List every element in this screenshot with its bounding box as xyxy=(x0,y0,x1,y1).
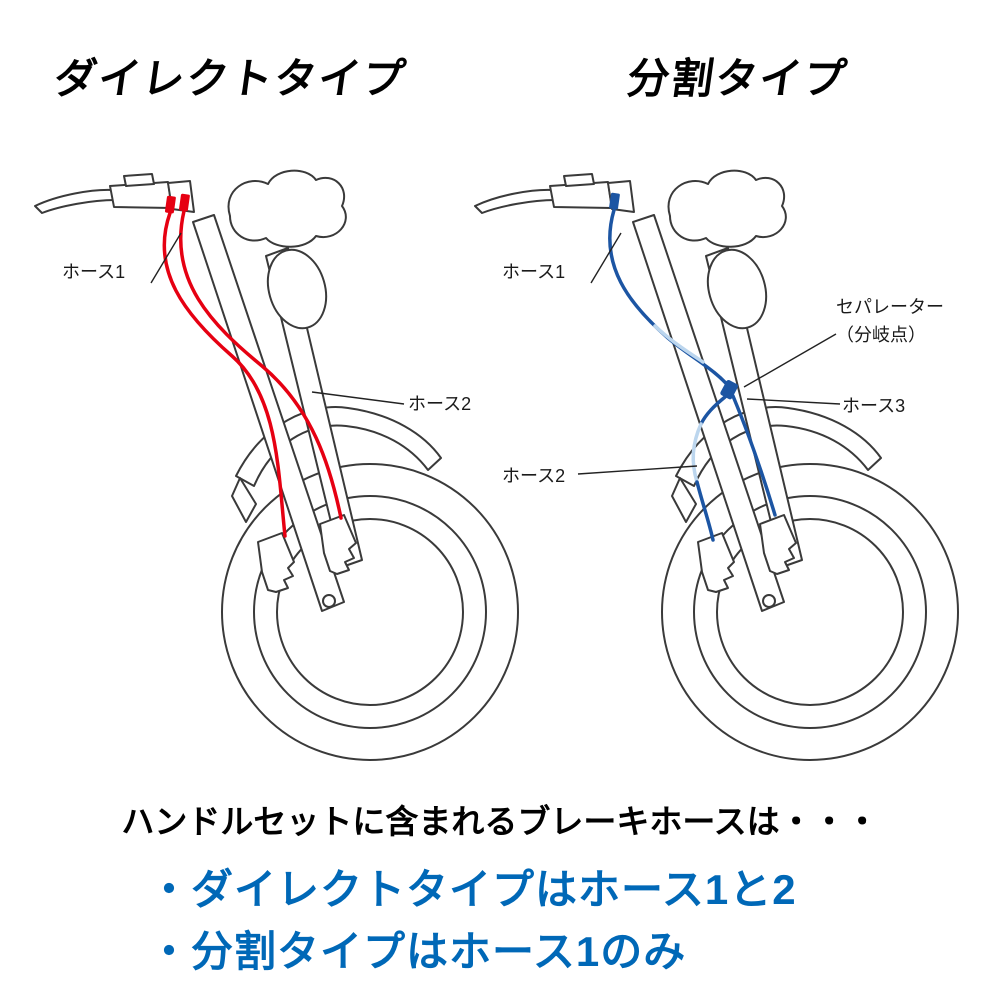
bullet-direct-type: ・ダイレクトタイプはホース1と2 xyxy=(148,866,797,913)
bullet-split-type: ・分割タイプはホース1のみ xyxy=(148,928,687,975)
split-hose1-behind-fork xyxy=(653,324,705,364)
direct-hose1-red xyxy=(162,211,287,538)
label-separator: セパレーター （分岐点） xyxy=(836,294,944,350)
label-direct-hose1: ホース1 xyxy=(62,262,126,282)
split-hose2-behind-fork xyxy=(691,422,703,484)
label-direct-hose2: ホース2 xyxy=(408,394,472,414)
direct-hose-fitting-2 xyxy=(178,193,190,212)
label-split-hose3: ホース3 xyxy=(842,396,906,416)
label-separator-line2: （分岐点） xyxy=(836,324,926,345)
leader-line-hose2-left xyxy=(311,391,405,405)
leader-line-hose1-right xyxy=(590,232,622,284)
leader-line-separator xyxy=(743,333,837,388)
direct-hose2-red xyxy=(178,209,343,520)
direct-hose-fitting-1 xyxy=(164,195,176,214)
split-hose2-upper xyxy=(699,395,727,426)
footer-intro-text: ハンドルセットに含まれるブレーキホースは・・・ xyxy=(121,803,879,840)
split-hose-fitting xyxy=(609,192,620,210)
split-hose2-lower xyxy=(695,480,715,542)
leader-line-hose1-left xyxy=(150,232,182,284)
label-separator-line1: セパレーター xyxy=(836,297,944,317)
leader-line-hose3-right xyxy=(746,398,841,405)
label-split-hose1: ホース1 xyxy=(502,262,566,282)
title-split-type: 分割タイプ xyxy=(624,55,851,102)
separator-fitting xyxy=(720,380,739,400)
leader-line-hose2-right xyxy=(577,465,698,475)
title-direct-type: ダイレクトタイプ xyxy=(51,55,410,102)
split-hose3-blue xyxy=(731,394,777,517)
label-split-hose2: ホース2 xyxy=(502,466,566,486)
